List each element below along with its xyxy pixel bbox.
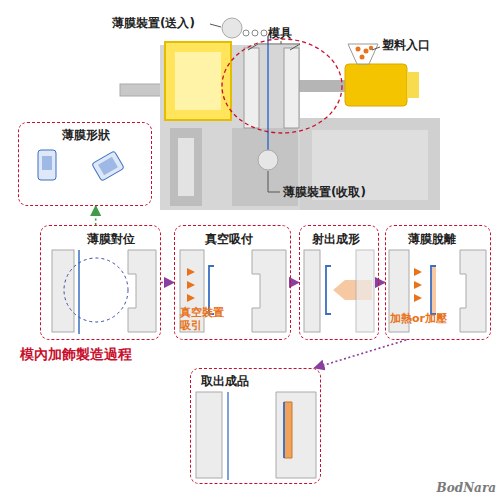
flow-arrow bbox=[314, 340, 406, 368]
step-heading: 薄膜對位 bbox=[87, 232, 135, 246]
process-step-box: 薄膜脫離加熱or加壓 bbox=[385, 225, 491, 340]
process-step-box: 真空吸付真空裝置 吸引 bbox=[174, 225, 291, 340]
molding-machine bbox=[120, 18, 440, 210]
watermark: BodNara bbox=[437, 481, 496, 495]
part-label: 模具 bbox=[268, 26, 292, 40]
leader-lines bbox=[210, 24, 380, 192]
step-heading: 薄膜脫離 bbox=[408, 232, 456, 246]
flow-arrow bbox=[161, 282, 174, 284]
process-step-box: 薄膜對位 bbox=[40, 225, 161, 340]
diagram-title: 模內加飾製造過程 bbox=[20, 346, 132, 363]
part-label: 薄膜裝置(收取) bbox=[283, 185, 366, 199]
process-step-box: 射出成形 bbox=[299, 225, 379, 340]
step-heading: 薄膜形狀 bbox=[62, 128, 110, 142]
step-illustrations bbox=[52, 250, 486, 480]
step-heading: 射出成形 bbox=[312, 232, 360, 246]
film-shape-box: 薄膜形狀 bbox=[18, 122, 152, 206]
step-heading: 取出成品 bbox=[201, 374, 249, 388]
flow-arrow bbox=[291, 282, 299, 284]
step-note: 加熱or加壓 bbox=[390, 312, 447, 325]
part-label: 薄膜裝置(送入) bbox=[112, 16, 195, 30]
part-label: 塑料入口 bbox=[382, 38, 430, 52]
flow-arrow bbox=[95, 206, 97, 225]
step-note: 真空裝置 吸引 bbox=[180, 306, 236, 332]
process-step-box: 取出成品 bbox=[190, 368, 321, 484]
film-shape-icons bbox=[38, 150, 124, 181]
step-heading: 真空吸付 bbox=[205, 232, 253, 246]
